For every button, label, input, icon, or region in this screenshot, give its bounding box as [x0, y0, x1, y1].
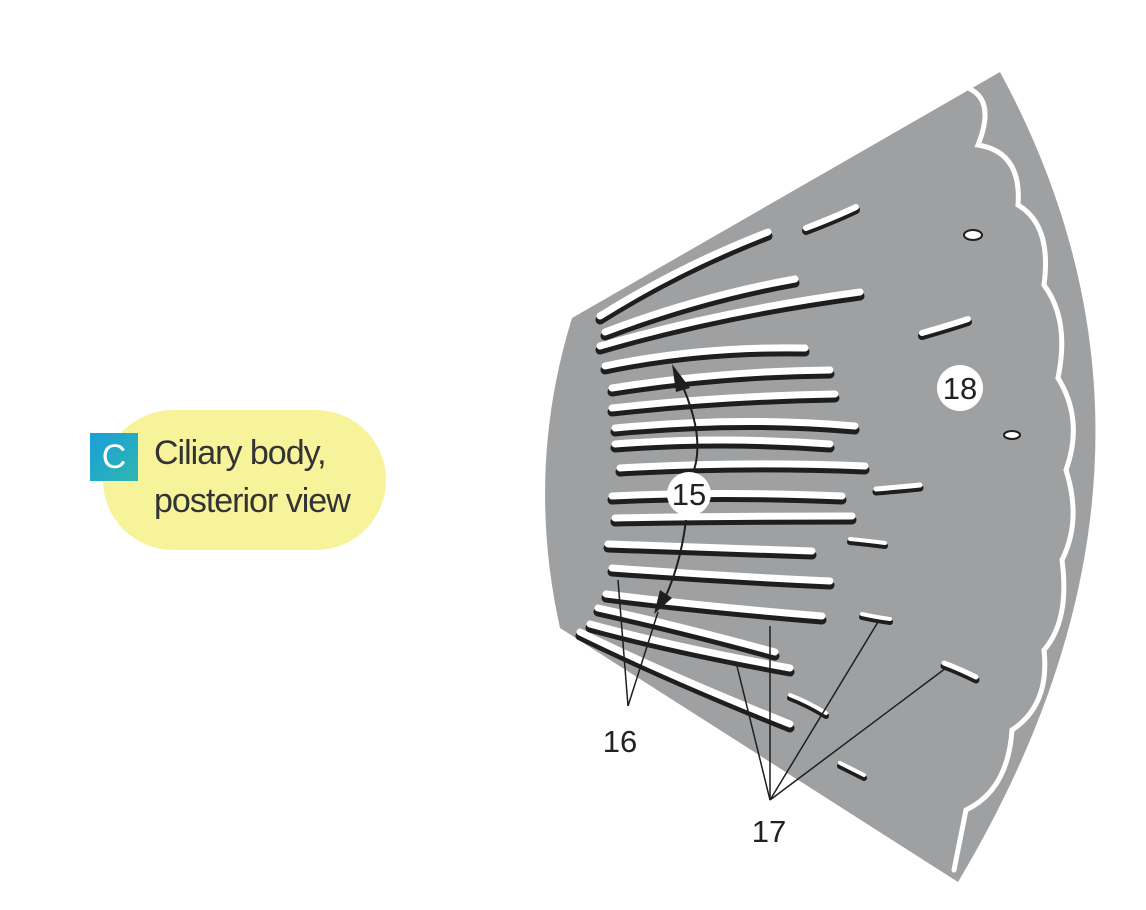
ciliary-band [545, 72, 1096, 882]
label-15-arrow [654, 364, 699, 614]
label-16: 16 [603, 724, 637, 759]
label-15-bubble [667, 472, 711, 516]
caption-title: Ciliary body, [154, 434, 327, 472]
caption-highlight [103, 410, 386, 550]
panel-letter-badge: C [90, 433, 138, 481]
label-16-leaders [617, 579, 659, 707]
caption-subtitle: posterior view [154, 482, 351, 520]
label-17: 17 [752, 814, 786, 849]
label-18-bubble [937, 365, 983, 411]
label-18: 18 [943, 371, 977, 406]
label-17-leaders [735, 621, 947, 801]
ora-serrata-line [951, 85, 1076, 873]
ciliary-processes [575, 228, 870, 733]
ciliary-plicae [787, 204, 1021, 781]
label-15: 15 [672, 477, 706, 512]
